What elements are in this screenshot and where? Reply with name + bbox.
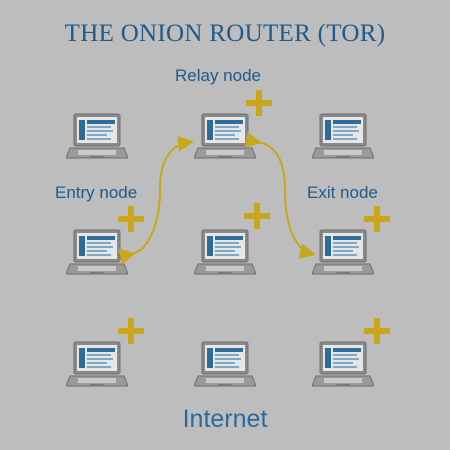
laptop-bottom-right bbox=[312, 340, 374, 390]
laptop-exit-node bbox=[312, 228, 374, 278]
exit-node-label: Exit node bbox=[307, 183, 378, 202]
laptop-middle bbox=[194, 228, 256, 278]
laptop-icon bbox=[312, 229, 374, 275]
plus-icon bbox=[118, 318, 144, 344]
relay-node-label: Relay node bbox=[175, 66, 262, 85]
laptop-icon bbox=[194, 229, 256, 275]
laptop-top-right bbox=[312, 112, 374, 162]
laptop-top-left bbox=[66, 112, 128, 162]
laptop-bottom-left bbox=[66, 340, 128, 390]
plus-icon bbox=[246, 90, 272, 116]
laptop-bottom-middle bbox=[194, 340, 256, 390]
entry-to-relay-arrow bbox=[118, 135, 194, 265]
plus-icon bbox=[364, 318, 390, 344]
relay-to-exit-arrow bbox=[244, 132, 316, 260]
laptop-entry-node bbox=[66, 228, 128, 278]
diagram-title: THE ONION ROUTER (TOR) bbox=[64, 20, 386, 47]
laptop-icon bbox=[66, 341, 128, 387]
laptop-icon bbox=[66, 113, 128, 159]
internet-label: Internet bbox=[182, 405, 268, 433]
laptop-icon bbox=[194, 341, 256, 387]
entry-node-label: Entry node bbox=[55, 183, 138, 202]
plus-icon bbox=[364, 206, 390, 232]
laptop-icon bbox=[312, 341, 374, 387]
laptop-relay-node bbox=[194, 112, 256, 162]
laptop-icon bbox=[312, 113, 374, 159]
laptop-icon bbox=[194, 113, 256, 159]
laptop-icon bbox=[66, 229, 128, 275]
